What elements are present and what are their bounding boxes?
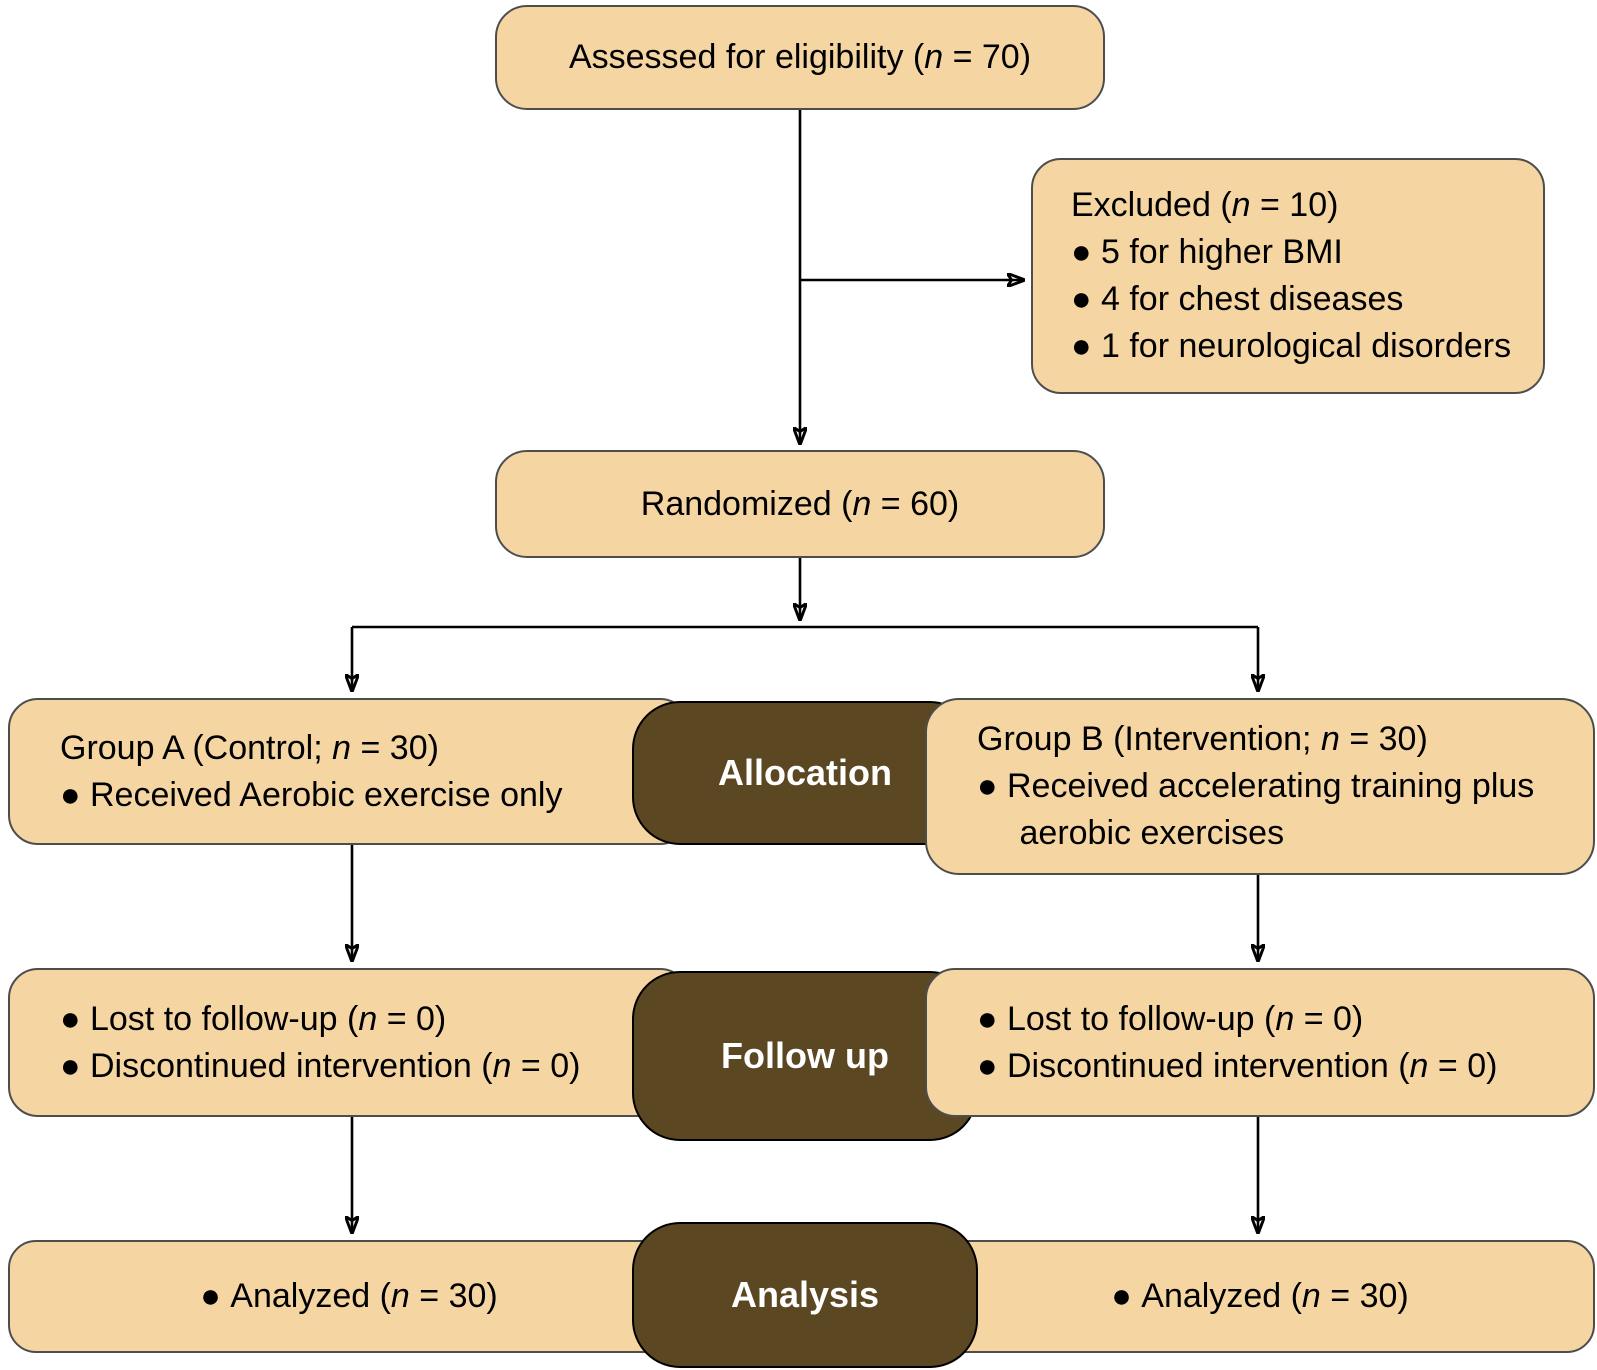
followup-left-item: Discontinued intervention (n = 0) (60, 1043, 678, 1090)
followup-right-item: Discontinued intervention (n = 0) (977, 1043, 1583, 1090)
assessed-text: Assessed for eligibility (n = 70) (568, 38, 1032, 77)
followup-right-list: Lost to follow-up (n = 0) Discontinued i… (977, 996, 1583, 1090)
group-a-title: Group A (Control; n = 30) (60, 728, 439, 767)
group-b-box: Group B (Intervention; n = 30) Received … (925, 698, 1595, 875)
group-a-box: Group A (Control; n = 30) Received Aerob… (8, 698, 690, 845)
analysis-right-list: Analyzed (n = 30) (1111, 1273, 1408, 1320)
followup-left-list: Lost to follow-up (n = 0) Discontinued i… (60, 996, 678, 1090)
excluded-title: Excluded (n = 10) (1071, 186, 1339, 225)
followup-left-box: Lost to follow-up (n = 0) Discontinued i… (8, 968, 690, 1117)
randomized-text: Randomized (n = 60) (640, 484, 960, 523)
analysis-stage-label: Analysis (632, 1222, 978, 1368)
assessed-box: Assessed for eligibility (n = 70) (495, 5, 1105, 110)
analysis-stage-text: Analysis (730, 1274, 880, 1316)
excluded-reason: 1 for neurological disorders (1071, 323, 1533, 370)
excluded-box: Excluded (n = 10) 5 for higher BMI 4 for… (1031, 158, 1545, 394)
excluded-reason: 4 for chest diseases (1071, 276, 1533, 323)
analysis-right-box: Analyzed (n = 30) (925, 1240, 1595, 1353)
excluded-reason: 5 for higher BMI (1071, 229, 1533, 276)
group-a-list: Received Aerobic exercise only (60, 772, 673, 819)
analysis-left-list: Analyzed (n = 30) (200, 1273, 497, 1320)
followup-right-item: Lost to follow-up (n = 0) (977, 996, 1583, 1043)
group-b-item: Received accelerating training plus aero… (977, 763, 1565, 857)
randomized-box: Randomized (n = 60) (495, 450, 1105, 558)
analysis-left-item: Analyzed (n = 30) (200, 1273, 497, 1320)
group-a-item: Received Aerobic exercise only (60, 772, 673, 819)
followup-stage-text: Follow up (721, 1035, 889, 1077)
analysis-right-item: Analyzed (n = 30) (1111, 1273, 1408, 1320)
followup-stage-label: Follow up (632, 971, 978, 1141)
group-b-list: Received accelerating training plus aero… (977, 763, 1565, 857)
group-b-title: Group B (Intervention; n = 30) (977, 720, 1428, 759)
allocation-stage-text: Allocation (717, 752, 892, 794)
followup-left-item: Lost to follow-up (n = 0) (60, 996, 678, 1043)
followup-right-box: Lost to follow-up (n = 0) Discontinued i… (925, 968, 1595, 1117)
analysis-left-box: Analyzed (n = 30) (8, 1240, 690, 1353)
excluded-reasons-list: 5 for higher BMI 4 for chest diseases 1 … (1071, 229, 1533, 370)
